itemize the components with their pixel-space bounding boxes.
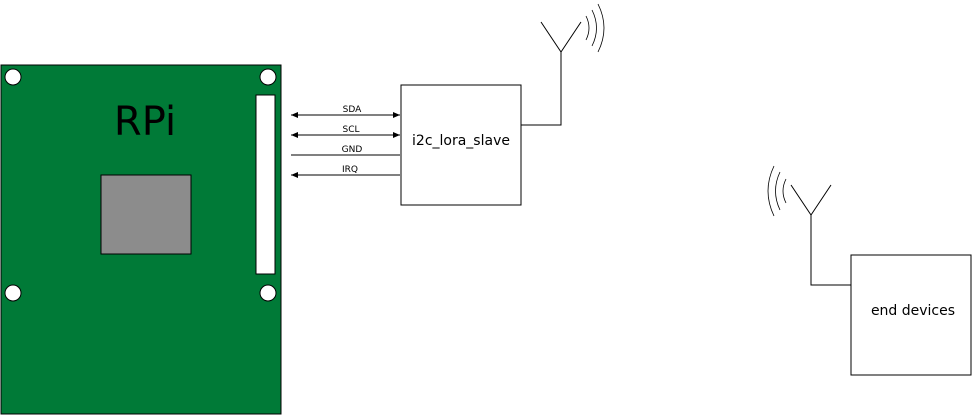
mounting-hole-icon <box>4 284 22 302</box>
signal-bus: SDA SCL GND IRQ <box>291 105 400 178</box>
irq-label: IRQ <box>342 165 358 175</box>
antenna-icon <box>767 165 832 217</box>
rpi-label: RPi <box>114 99 176 145</box>
mounting-hole-icon <box>259 284 277 302</box>
end-antenna-wire <box>810 215 851 286</box>
sda-label: SDA <box>343 105 362 115</box>
mounting-hole-icon <box>259 68 277 86</box>
antenna-icon <box>540 3 605 53</box>
mounting-hole-icon <box>4 68 22 86</box>
rpi-board: RPi <box>0 64 282 415</box>
gpio-header-icon <box>255 94 276 275</box>
scl-label: SCL <box>342 125 359 135</box>
lora-slave-module: i2c_lora_slave <box>400 52 562 206</box>
lora-slave-box <box>400 84 522 206</box>
end-devices-module: end devices <box>810 215 972 376</box>
end-devices-box <box>850 254 972 376</box>
chip-icon <box>100 174 192 255</box>
lora-slave-label: i2c_lora_slave <box>412 133 510 149</box>
slave-antenna-wire <box>521 52 562 126</box>
end-devices-label: end devices <box>871 303 955 319</box>
gnd-label: GND <box>342 145 363 155</box>
